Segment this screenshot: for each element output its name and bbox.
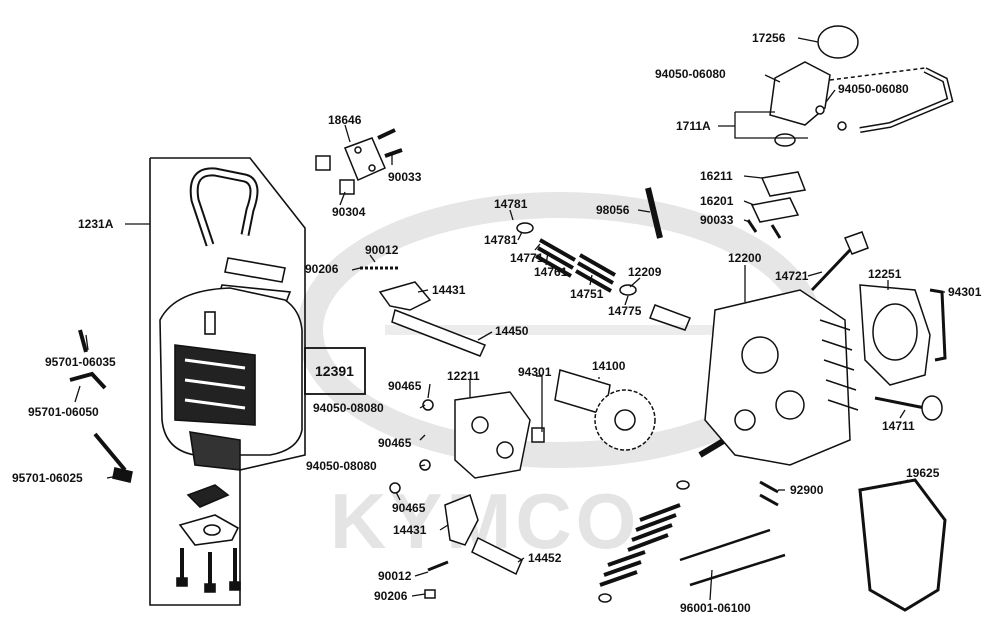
head-cover-gasket bbox=[858, 478, 947, 612]
intake-manifold bbox=[769, 25, 954, 147]
part-label: 90033 bbox=[388, 170, 422, 184]
part-label: 16201 bbox=[700, 194, 734, 208]
part-label: 12391 bbox=[315, 363, 354, 379]
part-label: 95701-06025 bbox=[12, 471, 83, 485]
part-label: 14452 bbox=[528, 551, 562, 565]
part-label: 90206 bbox=[305, 262, 339, 276]
part-label: 14431 bbox=[393, 523, 427, 537]
part-label: 14431 bbox=[432, 283, 466, 297]
part-label: 12251 bbox=[868, 267, 902, 281]
part-label: 90012 bbox=[378, 569, 412, 583]
part-label: 92900 bbox=[790, 483, 824, 497]
part-label: 14711 bbox=[882, 419, 915, 433]
part-label: 90206 bbox=[374, 589, 408, 603]
cylinder-head-gasket bbox=[859, 284, 947, 386]
part-label: 14751 bbox=[570, 287, 604, 301]
pipe-fittings bbox=[315, 128, 403, 270]
part-label: 98056 bbox=[596, 203, 630, 217]
part-label: 95701-06035 bbox=[45, 355, 116, 369]
part-label: 1711A bbox=[676, 119, 711, 133]
part-label: 90304 bbox=[332, 205, 366, 219]
part-label: 14100 bbox=[592, 359, 626, 373]
rocker-arms bbox=[378, 281, 523, 599]
part-label: 19625 bbox=[906, 466, 940, 480]
part-label: 90465 bbox=[392, 501, 426, 515]
exhaust-valve bbox=[874, 395, 943, 421]
part-label: 94050-06080 bbox=[838, 82, 909, 96]
part-label: 94050-08080 bbox=[313, 401, 384, 415]
part-label: 1231A bbox=[78, 217, 114, 231]
cover-group bbox=[69, 157, 366, 606]
cover-group-bracket bbox=[149, 157, 306, 606]
camshaft bbox=[554, 369, 656, 451]
part-label: 94301 bbox=[518, 365, 552, 379]
part-label: 90033 bbox=[700, 213, 734, 227]
part-label: 14450 bbox=[495, 324, 529, 338]
part-label: 14781 bbox=[484, 233, 518, 247]
part-label: 90465 bbox=[378, 436, 412, 450]
part-label: 94050-08080 bbox=[306, 459, 377, 473]
part-label: 94301 bbox=[948, 285, 982, 299]
part-label: 16211 bbox=[700, 169, 733, 183]
part-label: 12200 bbox=[728, 251, 762, 265]
intake-valve bbox=[810, 231, 869, 292]
part-label: 18646 bbox=[328, 113, 362, 127]
part-label: 17256 bbox=[752, 31, 786, 45]
part-label: 94050-06080 bbox=[655, 67, 726, 81]
valve-springs-top bbox=[516, 187, 691, 331]
part-label: 12211 bbox=[447, 369, 480, 383]
part-label: 95701-06050 bbox=[28, 405, 99, 419]
part-label: 14775 bbox=[608, 304, 642, 318]
part-label: 90465 bbox=[388, 379, 422, 393]
leader-lines bbox=[74, 37, 945, 601]
part-label: 14761 bbox=[534, 265, 568, 279]
insulator-gaskets bbox=[746, 171, 807, 239]
part-label: 96001-06100 bbox=[680, 601, 751, 615]
part-labels: 17256 94050-06080 94050-06080 1711A 1864… bbox=[12, 31, 982, 615]
cylinder-head bbox=[704, 289, 859, 466]
part-label: 14721 bbox=[775, 269, 809, 283]
part-label: 90012 bbox=[365, 243, 399, 257]
part-label: 12209 bbox=[628, 265, 662, 279]
part-label: 14771 bbox=[510, 251, 544, 265]
part-label: 14781 bbox=[494, 197, 528, 211]
camshaft-holder bbox=[389, 391, 545, 494]
valve-springs-bottom bbox=[598, 437, 786, 603]
box-12391 bbox=[304, 347, 366, 395]
